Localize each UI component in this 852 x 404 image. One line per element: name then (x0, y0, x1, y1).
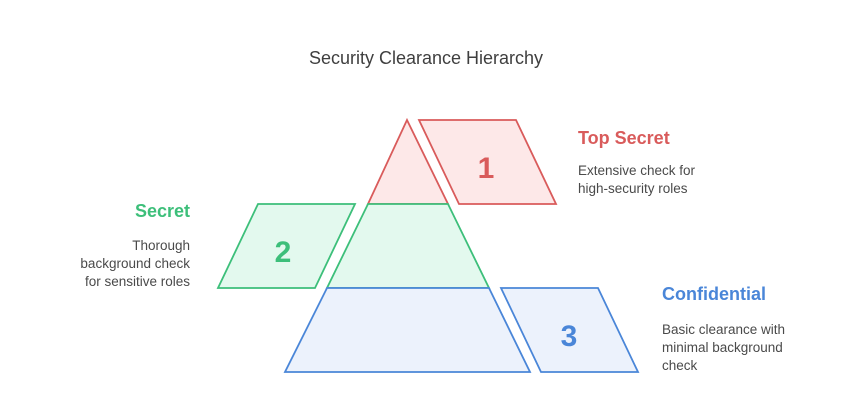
description-line: Extensive check for (578, 163, 696, 178)
level-description-secret: Thorough background check for sensitive … (40, 237, 190, 291)
number-box-top-secret (417, 119, 558, 205)
level-description-top-secret: Extensive check for high-security roles (578, 162, 695, 198)
description-line: Thorough (132, 238, 190, 253)
page-title: Security Clearance Hierarchy (308, 48, 544, 68)
description-line: high-security roles (578, 181, 688, 196)
number-box-secret (216, 203, 357, 289)
description-line: Basic clearance with (662, 322, 786, 337)
level-name-secret: Secret (134, 201, 190, 221)
description-line: background check (80, 256, 190, 271)
description-line: check (662, 358, 698, 373)
level-description-confidential: Basic clearance with minimal background … (662, 321, 785, 375)
pyramid-tier-secret (325, 203, 491, 289)
number-1: 1 (478, 152, 495, 185)
level-name-confidential: Confidential (662, 284, 766, 304)
description-line: minimal background (662, 340, 783, 355)
level-name-top-secret: Top Secret (578, 128, 670, 148)
number-2: 2 (275, 236, 292, 269)
number-3: 3 (561, 320, 578, 353)
pyramid-tier-confidential (283, 287, 532, 373)
description-line: for sensitive roles (84, 274, 190, 289)
number-box-confidential (499, 287, 640, 373)
